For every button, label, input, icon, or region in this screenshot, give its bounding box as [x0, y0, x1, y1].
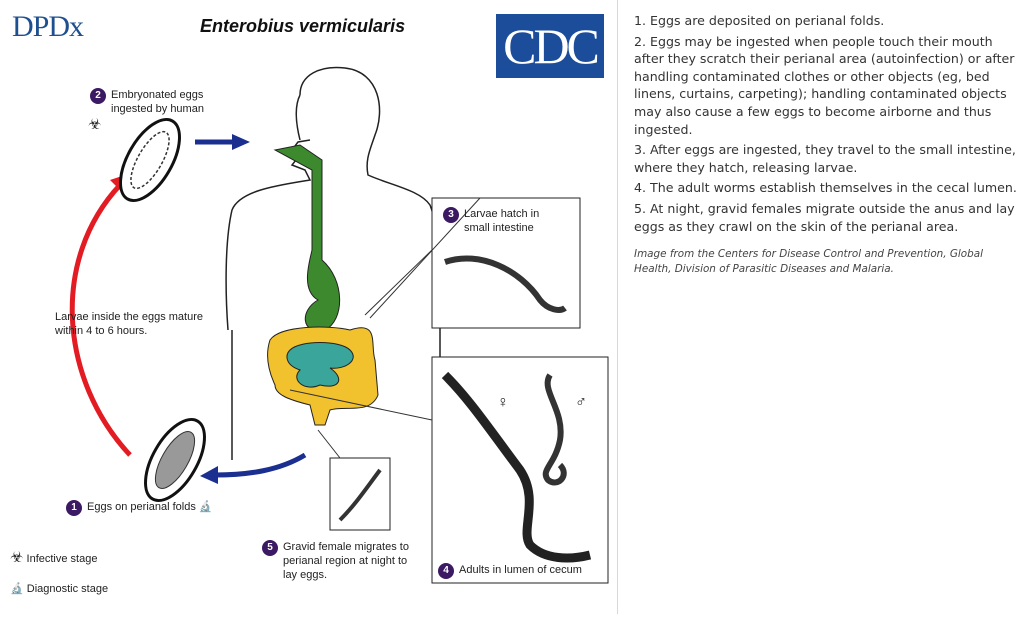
stage-badge: 1	[66, 500, 82, 516]
egg-content	[154, 431, 196, 489]
male-symbol: ♂	[575, 394, 587, 411]
stage-text: Embryonated eggs ingested by human	[111, 89, 204, 115]
dpdx-logo: DPDx	[12, 10, 84, 43]
small-intestine	[286, 342, 354, 388]
stage-3-label: 3 Larvae hatch in small intestine	[443, 207, 573, 235]
stage-badge: 5	[262, 540, 278, 556]
cdc-logo: CDC	[496, 14, 604, 78]
stage-text: Larvae hatch in small intestine	[464, 208, 540, 234]
stage-4-label: 4 Adults in lumen of cecum	[438, 563, 582, 579]
female-symbol: ♀	[497, 394, 509, 411]
stage-1-label: 1 Eggs on perianal folds 🔬	[66, 500, 213, 516]
microscope-icon: 🔬	[198, 501, 213, 513]
pointer-line	[369, 197, 481, 319]
pointer-line	[317, 429, 341, 459]
step-5: 5. At night, gravid females migrate outs…	[634, 200, 1015, 234]
red-cycle-arrow	[69, 183, 132, 457]
image-credit: Image from the Centers for Disease Contr…	[634, 248, 984, 276]
legend-infective: ☣ Infective stage	[10, 548, 97, 566]
pointer-line	[364, 249, 433, 316]
blue-arrow-lay	[214, 452, 307, 478]
blue-arrowhead-lay	[200, 466, 218, 484]
stage-2-label: 2 Embryonated eggs ingested by human	[90, 88, 230, 116]
divider	[617, 0, 618, 614]
stage-text: Adults in lumen of cecum	[459, 564, 582, 576]
stage-badge: 2	[90, 88, 106, 104]
diagram-title: Enterobius vermicularis	[200, 16, 406, 36]
blue-arrowhead-ingest	[232, 134, 250, 150]
stage-5-label: 5 Gravid female migrates to perianal regi…	[262, 540, 422, 582]
life-cycle-description: 1. Eggs are deposited on perianal folds.…	[634, 12, 1019, 280]
legend-diagnostic: 🔬 Diagnostic stage	[10, 582, 108, 595]
step-4: 4. The adult worms establish themselves …	[634, 180, 1017, 196]
egg-larva	[130, 130, 170, 190]
stage-badge: 3	[443, 207, 459, 223]
male-worm	[542, 373, 567, 486]
microscope-icon: 🔬	[10, 583, 24, 595]
maturation-note: Larvae inside the eggs mature within 4 t…	[55, 311, 203, 337]
step-2: 2. Eggs may be ingested when people touc…	[634, 33, 1015, 137]
biohazard-icon: ☣	[88, 116, 102, 133]
biohazard-icon: ☣	[10, 549, 24, 566]
stomach	[273, 144, 341, 332]
gravid-female-worm	[338, 468, 382, 522]
female-worm	[441, 371, 592, 563]
legend-label: Diagnostic stage	[26, 583, 109, 595]
stage-text: Eggs on perianal folds	[87, 501, 196, 513]
step-1: 1. Eggs are deposited on perianal folds.	[634, 13, 885, 28]
pointer-line	[289, 389, 433, 421]
stage-badge: 4	[438, 563, 454, 579]
stage-text: Gravid female migrates to perianal regio…	[283, 541, 409, 581]
larva-illustration	[444, 255, 567, 313]
step-3: 3. After eggs are ingested, they travel …	[634, 142, 1016, 175]
human-body-outline	[225, 66, 441, 460]
egg-embryonated	[119, 118, 181, 202]
life-cycle-diagram: DPDx Enterobius vermicularis CDC 2 Embryo…	[10, 10, 609, 595]
legend-label: Infective stage	[26, 553, 98, 565]
